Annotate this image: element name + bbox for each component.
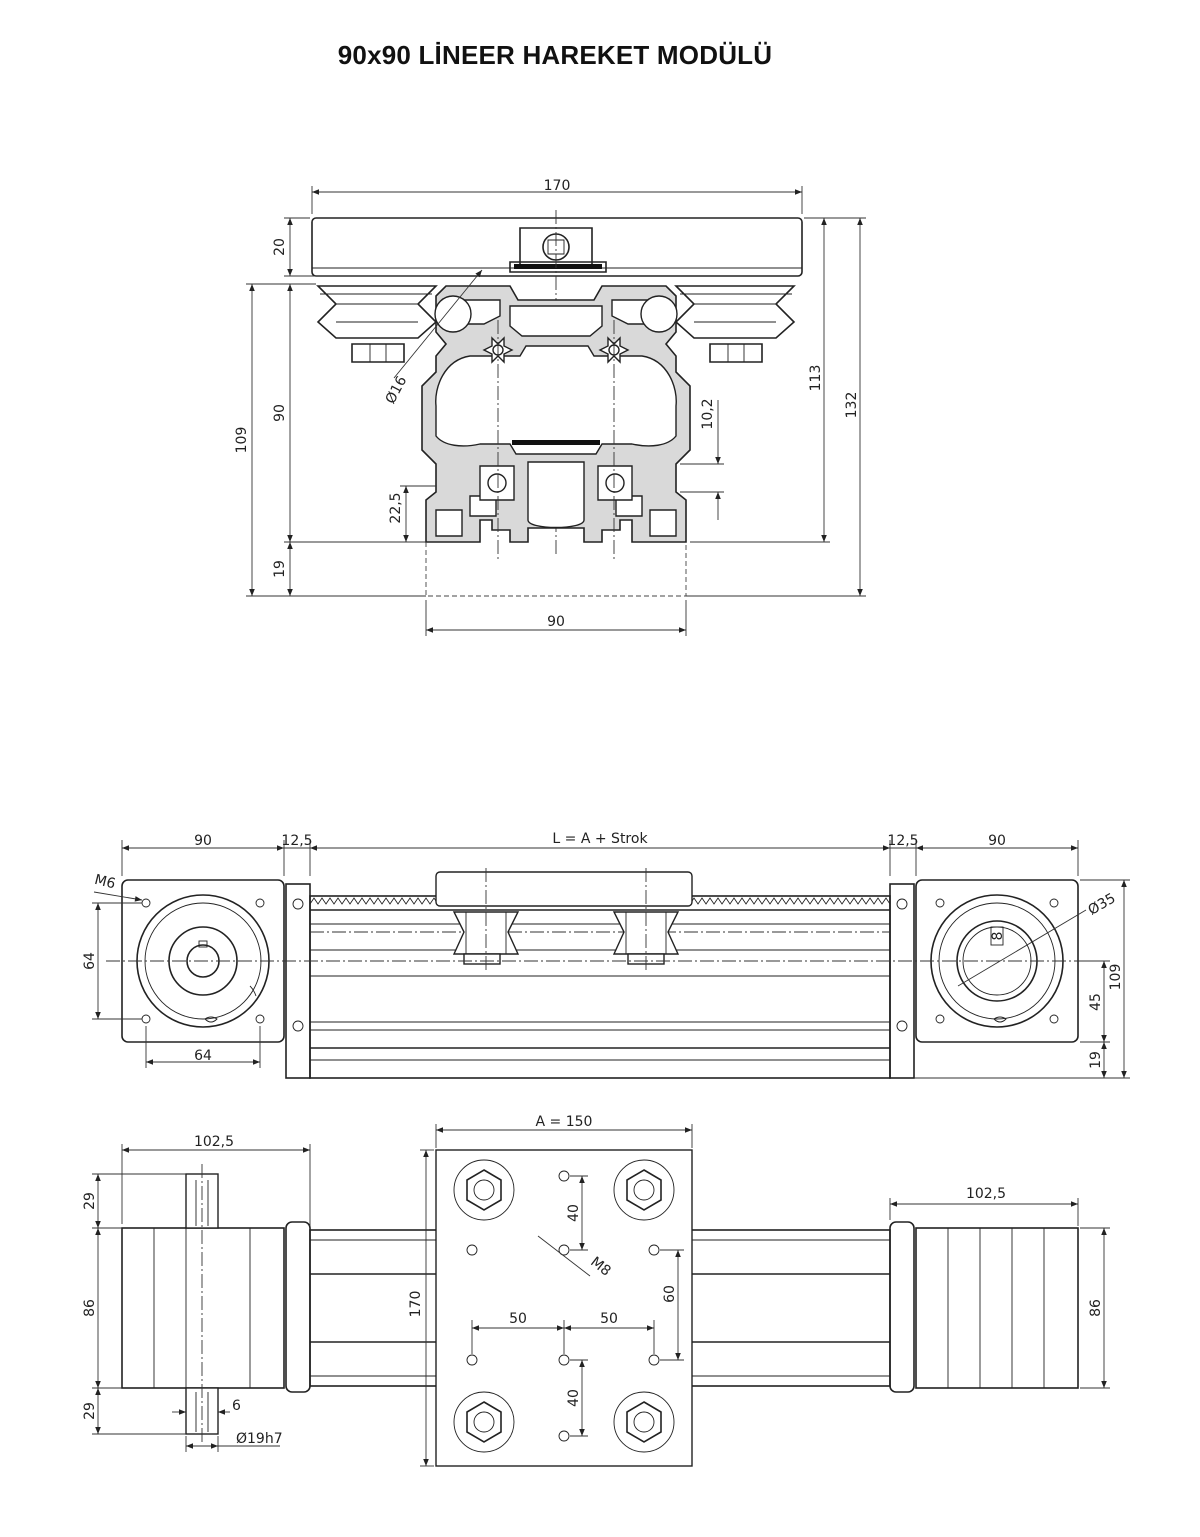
- right-end-plate: [889, 883, 915, 1079]
- label-m6-thread: M6: [93, 872, 117, 893]
- top-view: 102,5 29 86 29 6 Ø19h7 A = 150: [82, 1114, 1110, 1467]
- dim-diameter-16: Ø16: [383, 374, 411, 407]
- dim-29-upper: 29: [82, 1192, 98, 1210]
- profile-core-bores: [479, 336, 633, 501]
- dim-64-horizontal: 64: [194, 1048, 212, 1064]
- top-left-end-cap: [285, 1221, 311, 1393]
- top-left-gearbox: [121, 1227, 285, 1389]
- toothed-rack: [309, 897, 891, 905]
- dim-86-left: 86: [82, 1299, 98, 1317]
- guide-shaft-right: [640, 295, 678, 333]
- section-view: 170 20 109 90 19 Ø16 10,2 22,5: [234, 178, 866, 636]
- dim-key-8: 8: [990, 932, 1006, 941]
- dim-20: 20: [272, 238, 288, 256]
- dim-side-90-left: 90: [194, 833, 212, 849]
- dim-40-upper: 40: [566, 1204, 582, 1222]
- dim-102-5-left: 102,5: [194, 1134, 234, 1150]
- dim-shaft-19h7: Ø19h7: [236, 1431, 283, 1447]
- dim-60: 60: [662, 1285, 678, 1303]
- dim-86-right: 86: [1088, 1299, 1104, 1317]
- dim-170: 170: [544, 178, 571, 194]
- carriage-plate: [311, 217, 803, 277]
- dim-side-90-right: 90: [988, 833, 1006, 849]
- belt: [512, 440, 600, 445]
- dim-90-vertical: 90: [272, 404, 288, 422]
- side-roller-left: [452, 911, 520, 965]
- profile-body: [309, 895, 891, 1079]
- dim-keyway-6: 6: [232, 1398, 241, 1414]
- top-right-gearbox: [915, 1227, 1079, 1389]
- dim-12-5-right: 12,5: [887, 833, 918, 849]
- guide-shaft-left: [434, 295, 472, 333]
- dim-40-lower: 40: [566, 1389, 582, 1407]
- dim-10-2: 10,2: [700, 398, 716, 429]
- left-v-roller: [316, 285, 438, 363]
- dim-90-horizontal: 90: [547, 614, 565, 630]
- dim-22-5: 22,5: [388, 492, 404, 523]
- dim-stroke-length: L = A + Strok: [552, 831, 648, 847]
- dim-side-19: 19: [1088, 1051, 1104, 1069]
- dim-top-170: 170: [408, 1291, 424, 1318]
- dim-64-vertical: 64: [82, 952, 98, 970]
- left-end-plate: [285, 883, 311, 1079]
- m8-mounting-holes: [466, 1170, 660, 1442]
- top-right-end-cap: [889, 1221, 915, 1393]
- dim-12-5-left: 12,5: [281, 833, 312, 849]
- dim-45: 45: [1088, 993, 1104, 1011]
- dim-109: 109: [234, 427, 250, 454]
- dim-a-150: A = 150: [536, 1114, 593, 1130]
- dim-113: 113: [808, 365, 824, 392]
- roller-nut-icons: [453, 1159, 675, 1453]
- dim-50-right: 50: [600, 1311, 618, 1327]
- dim-diameter-35: Ø35: [1086, 890, 1119, 918]
- dim-19: 19: [272, 560, 288, 578]
- page-title: 90x90 LİNEER HAREKET MODÜLÜ: [337, 40, 773, 70]
- side-view: 90 12,5 L = A + Strok 12,5 90 M6 64 64 Ø…: [82, 831, 1130, 1079]
- dim-132: 132: [844, 392, 860, 419]
- side-carriage-plate: [435, 871, 693, 907]
- dim-29-lower: 29: [82, 1402, 98, 1420]
- right-v-roller: [674, 285, 796, 363]
- dim-50-left: 50: [509, 1311, 527, 1327]
- dim-side-109: 109: [1108, 964, 1124, 991]
- dim-102-5-right: 102,5: [966, 1186, 1006, 1202]
